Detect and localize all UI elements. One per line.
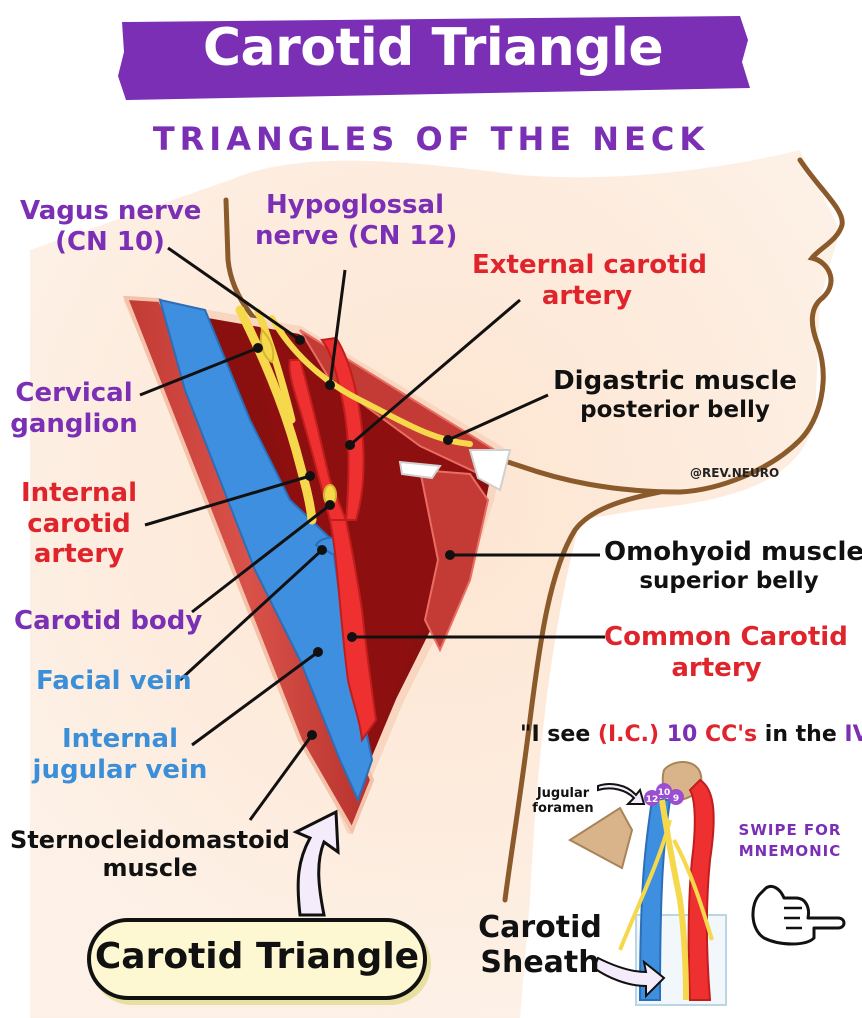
sympathetic-trunk-shape bbox=[254, 308, 296, 424]
page-title: Carotid Triangle bbox=[202, 18, 664, 78]
common-carotid-artery-shape bbox=[328, 519, 378, 743]
vagus-nerve-shape bbox=[235, 305, 317, 525]
cn9-badge: 9 bbox=[673, 794, 679, 804]
bottom-label-pill bbox=[87, 918, 427, 1000]
cn-badges: 12 10 9 bbox=[644, 783, 684, 806]
leader-hypoglossal bbox=[328, 269, 347, 386]
triangle-inner bbox=[250, 330, 470, 790]
sheath-bone-left bbox=[568, 806, 634, 870]
label-vagus-nerve: Vagus nerve (CN 10) bbox=[20, 196, 202, 257]
cn9-badge-circle bbox=[668, 789, 684, 805]
cn10-badge-circle bbox=[656, 783, 672, 799]
label-facial-vein: Facial vein bbox=[36, 666, 192, 696]
leader-external-carotid bbox=[349, 298, 521, 447]
label-carotid-body: Carotid body bbox=[14, 606, 203, 636]
jugular-foramen-arrow bbox=[597, 783, 646, 805]
internal-carotid-artery-shape bbox=[288, 359, 348, 521]
sheath-nerve-branch-2 bbox=[672, 839, 714, 941]
leader-internal-jugular bbox=[191, 650, 319, 747]
sheath-nerve-branch bbox=[618, 819, 672, 951]
page-subtitle: TRIANGLES OF THE NECK bbox=[152, 120, 710, 158]
swipe-for-mnemonic: SWIPE FOR MNEMONIC bbox=[738, 821, 842, 860]
leader-digastric bbox=[447, 393, 549, 442]
leader-dots bbox=[253, 335, 455, 740]
leader-carotid-body bbox=[191, 503, 331, 614]
bottom-label-text: Carotid Triangle bbox=[94, 936, 420, 977]
leader-cervical-ganglion bbox=[139, 346, 259, 397]
carotid-sheath-arrow bbox=[592, 956, 666, 999]
leader-vagus bbox=[167, 246, 301, 342]
title-brush bbox=[118, 16, 750, 100]
credit-handle: @REV.NEURO bbox=[690, 466, 780, 480]
pointer-arrow bbox=[292, 809, 340, 917]
cn12-badge-circle bbox=[644, 790, 660, 806]
leader-scm bbox=[248, 734, 314, 821]
label-omohyoid-muscle: Omohyoid muscle superior belly bbox=[604, 537, 862, 594]
label-hypoglossal-nerve: Hypoglossal nerve (CN 12) bbox=[255, 190, 458, 251]
hypoglossal-nerve-shape bbox=[269, 315, 473, 447]
cn12-badge: 12 bbox=[646, 795, 659, 805]
cn10-badge: 10 bbox=[658, 788, 671, 798]
cervical-ganglion-shape bbox=[260, 328, 275, 364]
label-common-carotid-artery: Common Carotid artery bbox=[604, 622, 848, 683]
label-carotid-sheath: Carotid Sheath bbox=[478, 910, 602, 981]
label-jugular-foramen: Jugular foramen bbox=[532, 786, 594, 817]
label-cervical-ganglion: Cervical ganglion bbox=[10, 378, 138, 439]
leader-lines bbox=[139, 246, 605, 821]
label-digastric-muscle: Digastric muscle posterior belly bbox=[553, 366, 797, 423]
omohyoid-muscle bbox=[418, 468, 490, 653]
carotid-sheath-illustration bbox=[568, 761, 727, 1006]
label-sternocleidomastoid-muscle: Sternocleidomastoid muscle bbox=[10, 826, 290, 883]
leader-internal-carotid bbox=[144, 474, 311, 527]
leader-facial-vein bbox=[178, 548, 324, 682]
pointing-hand-icon bbox=[751, 884, 846, 946]
digastric-tendon bbox=[468, 449, 512, 492]
mnemonic-text: "I see (I.C.) 10 CC's in the IV" bbox=[520, 722, 862, 747]
label-external-carotid-artery: External carotid artery bbox=[472, 250, 708, 311]
internal-jugular-vein bbox=[158, 298, 374, 803]
sheath-artery bbox=[687, 778, 715, 1001]
label-internal-jugular-vein: Internal jugular vein bbox=[32, 724, 208, 785]
omohyoid-tendon bbox=[398, 460, 442, 480]
label-internal-carotid-artery: Internal carotid artery bbox=[20, 478, 138, 570]
